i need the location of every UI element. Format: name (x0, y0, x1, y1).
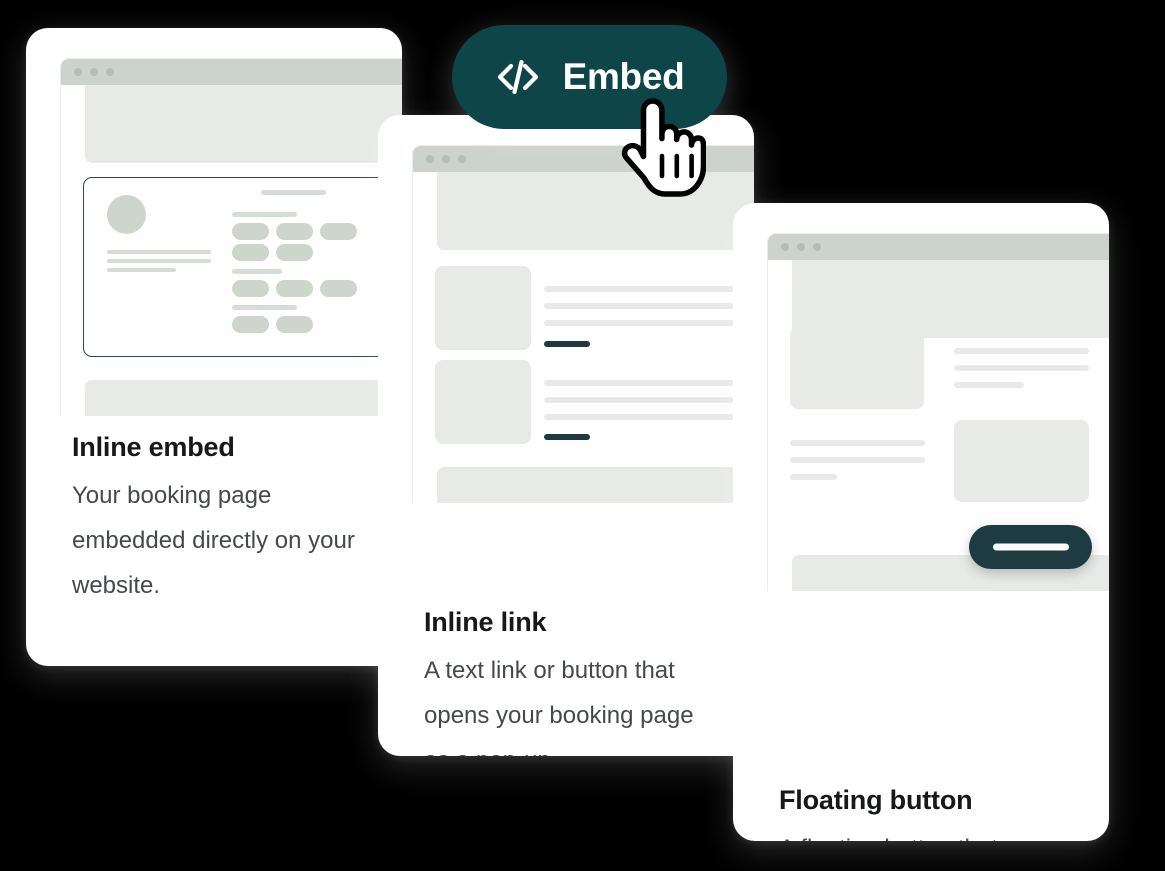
card-inline-link[interactable]: Inline link A text link or button that o… (378, 115, 754, 756)
browser-dot-icon (426, 155, 434, 163)
card-inline-embed[interactable]: Inline embed Your booking page embedded … (26, 28, 402, 666)
slot-pill (232, 280, 269, 297)
inline-link-accent (544, 341, 590, 347)
text-line-placeholder (790, 474, 837, 480)
card-description: A floating button that opens your bookin… (779, 826, 1079, 841)
floating-booking-button[interactable] (969, 525, 1092, 569)
footer-band-placeholder (85, 380, 402, 416)
card-title: Inline embed (72, 432, 235, 462)
inline-link-accent (544, 434, 590, 440)
image-thumb-placeholder (954, 420, 1089, 502)
section-label-placeholder (232, 269, 282, 274)
browser-mockup-floating-button (767, 233, 1109, 591)
browser-page-body (413, 172, 754, 503)
text-line-placeholder (544, 303, 734, 309)
browser-dot-icon (813, 243, 821, 251)
text-line-placeholder (107, 250, 211, 254)
browser-mockup-inline-embed (60, 58, 402, 416)
text-line-placeholder (544, 380, 734, 386)
card-text-inline-embed: Inline embed Your booking page embedded … (72, 432, 372, 608)
card-description: A text link or button that opens your bo… (424, 657, 694, 756)
hero-banner-placeholder (437, 172, 754, 250)
slot-pill (276, 280, 313, 297)
browser-chrome-bar (61, 59, 402, 85)
footer-band-placeholder (437, 467, 754, 503)
browser-page-body (61, 85, 402, 416)
browser-chrome-bar (768, 234, 1109, 260)
browser-chrome-bar (413, 146, 754, 172)
slot-pill (232, 316, 269, 333)
card-floating-button[interactable]: Floating button A floating button that o… (733, 203, 1109, 841)
card-text-inline-link: Inline link A text link or button that o… (424, 607, 724, 756)
hero-banner-placeholder (792, 260, 1109, 338)
text-line-placeholder (107, 268, 176, 272)
slot-pill (232, 223, 269, 240)
text-line-placeholder (544, 414, 734, 420)
slot-pill (276, 244, 313, 261)
text-line-placeholder (790, 440, 925, 446)
slot-pill (320, 223, 357, 240)
text-line-placeholder (544, 286, 734, 292)
browser-dot-icon (74, 68, 82, 76)
browser-dot-icon (781, 243, 789, 251)
section-label-placeholder (261, 190, 326, 195)
section-label-placeholder (232, 212, 297, 217)
browser-mockup-inline-link (412, 145, 754, 503)
slot-pill (276, 316, 313, 333)
image-thumb-placeholder (435, 266, 531, 350)
browser-dot-icon (458, 155, 466, 163)
card-title: Floating button (779, 785, 973, 815)
text-line-placeholder (544, 397, 734, 403)
browser-dot-icon (90, 68, 98, 76)
text-line-placeholder (954, 365, 1089, 371)
embed-button-label: Embed (562, 56, 685, 97)
text-line-placeholder (954, 348, 1089, 354)
code-icon (495, 57, 541, 97)
card-description: Your booking page embedded directly on y… (72, 482, 355, 599)
slot-pill (232, 244, 269, 261)
hero-banner-placeholder (85, 85, 402, 163)
text-line-placeholder (107, 259, 211, 263)
browser-dot-icon (106, 68, 114, 76)
section-label-placeholder (232, 305, 297, 310)
text-line-placeholder (544, 320, 734, 326)
slot-pill (320, 280, 357, 297)
text-line-placeholder (954, 382, 1024, 388)
highlighted-embed-frame (83, 177, 402, 357)
image-thumb-placeholder (435, 360, 531, 444)
card-text-floating-button: Floating button A floating button that o… (779, 785, 1079, 841)
image-thumb-placeholder (790, 327, 924, 409)
browser-dot-icon (442, 155, 450, 163)
avatar-placeholder (107, 195, 146, 234)
slot-pill (276, 223, 313, 240)
browser-dot-icon (797, 243, 805, 251)
embed-button[interactable]: Embed (452, 25, 727, 129)
browser-page-body (768, 260, 1109, 591)
text-line-placeholder (790, 457, 925, 463)
card-title: Inline link (424, 607, 547, 637)
